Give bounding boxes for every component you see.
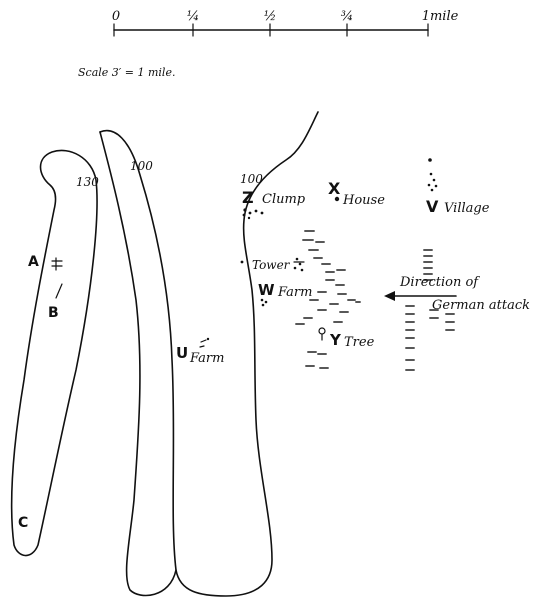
arrow-left-icon <box>384 291 457 301</box>
farm-buildings-icon <box>260 298 268 307</box>
point-Z-name: Clump <box>262 192 306 207</box>
scale-label-half: ½ <box>264 9 277 24</box>
point-U-name: Farm <box>189 351 224 366</box>
point-U-letter: U <box>176 344 188 362</box>
tower-label: Tower <box>252 258 291 272</box>
farm-buildings-icon <box>199 337 210 348</box>
marker-dot <box>240 260 244 264</box>
scale-label-three-quarter: ¾ <box>341 9 354 24</box>
scale-caption: Scale 3′ = 1 mile. <box>78 66 175 79</box>
scale-label-1mile: 1mile <box>422 9 459 24</box>
point-B: B <box>48 305 59 321</box>
scale-label-quarter: ¼ <box>187 9 200 24</box>
point-X-name: House <box>342 193 385 208</box>
point-Y-name: Tree <box>344 335 375 350</box>
reserve-dashes <box>405 249 455 371</box>
scale-label-0: 0 <box>112 9 120 24</box>
house-dot-icon <box>334 196 340 202</box>
trench-marks-A <box>51 257 63 299</box>
point-C: C <box>18 515 28 531</box>
point-V-letter: V <box>426 197 439 216</box>
tree-icon <box>318 327 326 341</box>
contour-label-130: 130 <box>76 175 99 189</box>
scale-bar: 0 ¼ ½ ¾ 1mile <box>112 9 459 37</box>
contour-100-middle <box>99 111 319 597</box>
point-Z-letter: Z <box>242 188 254 207</box>
point-V-name: Village <box>444 201 490 216</box>
point-X-letter: X <box>328 179 341 198</box>
contour-100-left-edge <box>99 131 177 597</box>
tower-icon <box>293 257 305 272</box>
point-A: A <box>28 254 39 270</box>
point-Y-letter: Y <box>329 331 342 349</box>
attack-label-line1: Direction of <box>399 275 480 290</box>
point-W-name: Farm <box>277 285 312 300</box>
clump-dots-icon <box>242 208 264 220</box>
trench-dashes <box>295 230 361 369</box>
village-dots-icon <box>427 158 438 192</box>
contour-130 <box>10 149 98 557</box>
contour-label-100-left: 100 <box>130 159 153 173</box>
point-W-letter: W <box>258 281 275 299</box>
attack-label-line2: German attack <box>432 298 530 313</box>
contour-label-100-right: 100 <box>240 172 263 186</box>
